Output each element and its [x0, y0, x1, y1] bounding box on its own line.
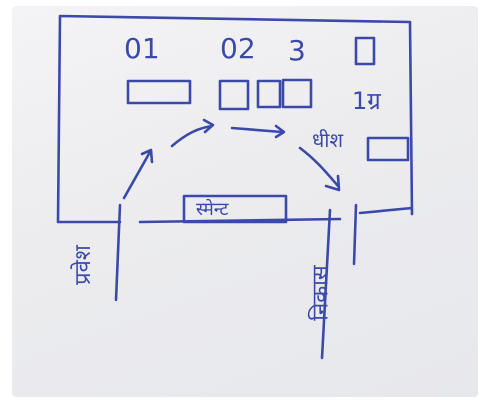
- entrance-box: [182, 194, 288, 224]
- arrow-entry-up: [122, 148, 154, 200]
- label-box-2: 02: [220, 32, 256, 65]
- label-box-1: 01: [124, 32, 160, 65]
- label-box-4: 1ग्र: [352, 87, 381, 115]
- box-2a: [218, 79, 250, 111]
- label-exit: निकास: [308, 265, 334, 321]
- label-entry: प्रवेश: [70, 245, 96, 285]
- box-1: [126, 79, 192, 105]
- arrow-middle-1: [170, 118, 215, 148]
- label-right: धीश: [312, 128, 344, 152]
- room-outline: [56, 14, 414, 224]
- entry-path: [114, 203, 122, 302]
- right-box: [366, 136, 410, 162]
- label-entrance: स्मेन्ट: [196, 199, 229, 220]
- box-3: [281, 78, 313, 109]
- exit-path-right: [352, 203, 358, 266]
- box-top-right: [354, 36, 376, 66]
- arrow-down-exit: [298, 146, 341, 192]
- label-box-3: 3: [288, 34, 306, 67]
- arrow-middle-2: [230, 124, 286, 139]
- paper-background: [12, 6, 478, 397]
- box-2b: [256, 79, 282, 109]
- exit-path-left: [320, 208, 332, 360]
